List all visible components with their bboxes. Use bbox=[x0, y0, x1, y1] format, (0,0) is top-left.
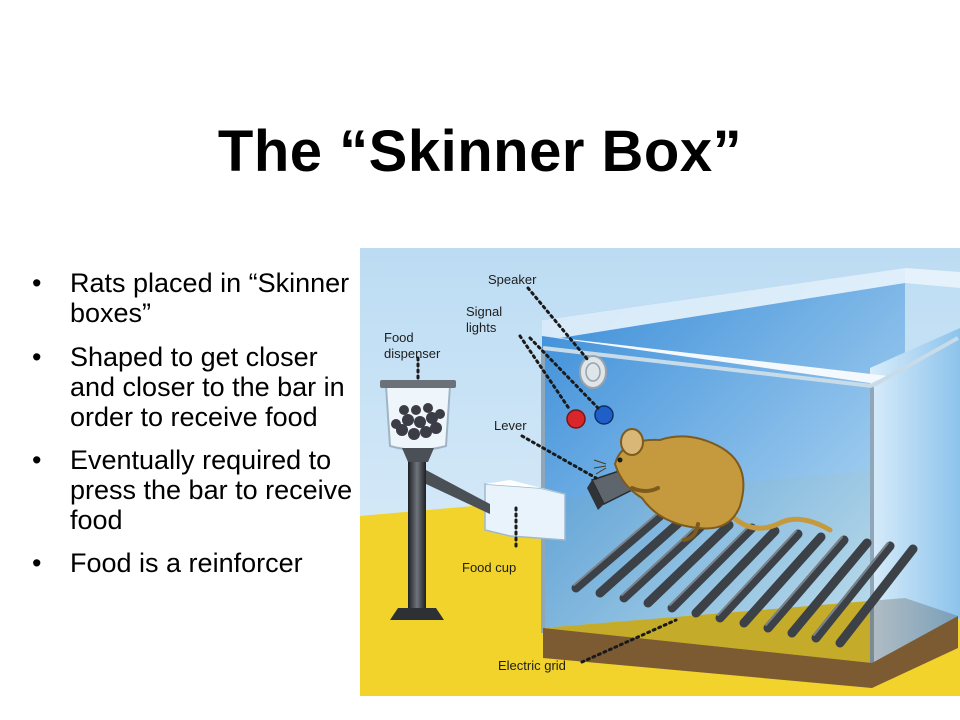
electric-grid bbox=[571, 511, 918, 648]
box-top-rim bbox=[542, 268, 960, 338]
label-lever: Lever bbox=[494, 418, 527, 433]
rat-body bbox=[613, 435, 745, 530]
skinner-box-illustration: Speaker Signal lights Food dispenser Lev… bbox=[360, 248, 960, 696]
box-top-front bbox=[542, 336, 888, 383]
label-food-dispenser-1: Food bbox=[384, 330, 414, 345]
bullet-item: • Rats placed in “Skinner boxes” bbox=[30, 268, 360, 328]
food-pellets bbox=[391, 403, 445, 440]
box-edge bbox=[542, 346, 873, 388]
bullet-dot: • bbox=[32, 445, 42, 475]
bullet-list: • Rats placed in “Skinner boxes” • Shape… bbox=[30, 268, 360, 591]
rat-illustration bbox=[593, 428, 833, 542]
label-food-dispenser-2: dispenser bbox=[384, 346, 441, 361]
speaker-icon bbox=[579, 355, 607, 389]
bullet-text: Food is a reinforcer bbox=[70, 548, 303, 578]
box-base-top bbox=[543, 598, 958, 663]
bullet-dot: • bbox=[32, 342, 42, 372]
blue-light-icon bbox=[594, 405, 614, 425]
bullet-item: • Eventually required to press the bar t… bbox=[30, 445, 360, 535]
bullet-text: Shaped to get closer and closer to the b… bbox=[70, 342, 345, 432]
label-food-cup: Food cup bbox=[462, 560, 516, 575]
bullet-dot: • bbox=[32, 548, 42, 578]
red-light-icon bbox=[566, 409, 586, 429]
bullet-text: Eventually required to press the bar to … bbox=[70, 445, 353, 535]
bullet-dot: • bbox=[32, 268, 42, 298]
bullet-text: Rats placed in “Skinner boxes” bbox=[70, 268, 350, 328]
food-dispenser bbox=[380, 380, 490, 620]
label-electric-grid: Electric grid bbox=[498, 658, 566, 673]
bullet-item: • Shaped to get closer and closer to the… bbox=[30, 342, 360, 432]
label-speaker: Speaker bbox=[488, 272, 537, 287]
box-right-wall bbox=[870, 328, 960, 668]
box-edge bbox=[871, 336, 959, 388]
bullet-item: • Food is a reinforcer bbox=[30, 548, 360, 578]
label-signal-lights-2: lights bbox=[466, 320, 497, 335]
box-base bbox=[543, 616, 958, 688]
label-signal-lights-1: Signal bbox=[466, 304, 502, 319]
food-cup bbox=[484, 483, 566, 541]
rat-tail bbox=[723, 507, 833, 533]
slide-title: The “Skinner Box” bbox=[217, 119, 743, 184]
